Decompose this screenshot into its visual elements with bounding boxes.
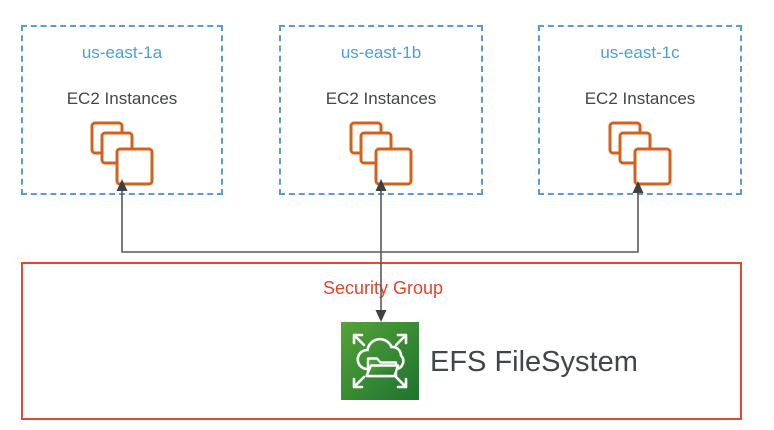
ec2-instances-label: EC2 Instances bbox=[584, 89, 696, 108]
az-box-us-east-1b: us-east-1b EC2 Instances bbox=[279, 25, 483, 195]
ec2-instances-icon bbox=[349, 121, 413, 186]
az-label: us-east-1c bbox=[600, 43, 680, 62]
efs-icon bbox=[341, 322, 419, 400]
az-box-us-east-1c: us-east-1c EC2 Instances bbox=[538, 25, 742, 195]
ec2-instances-icon bbox=[90, 121, 154, 186]
ec2-instances-label: EC2 Instances bbox=[325, 89, 437, 108]
connector-az1a-az1c bbox=[121, 190, 639, 253]
ec2-instances-icon bbox=[608, 121, 672, 186]
az-label: us-east-1b bbox=[340, 43, 422, 62]
security-group-label: Security Group bbox=[322, 278, 444, 298]
efs-filesystem-label: EFS FileSystem bbox=[430, 346, 638, 378]
az-box-us-east-1a: us-east-1a EC2 Instances bbox=[21, 25, 223, 195]
az-label: us-east-1a bbox=[81, 43, 163, 62]
ec2-instances-label: EC2 Instances bbox=[66, 89, 178, 108]
